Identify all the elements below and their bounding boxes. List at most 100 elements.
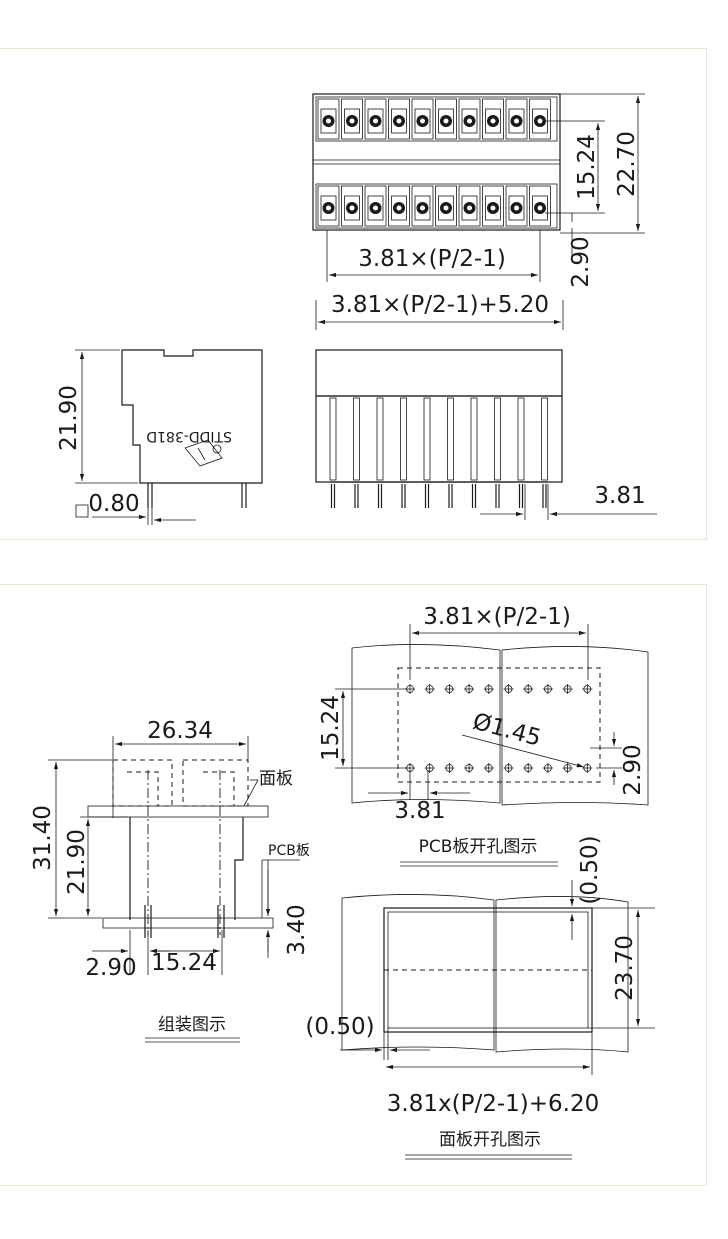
dim-group-top-right: 22.70 15.24 2.90 bbox=[545, 93, 645, 288]
screw-slot bbox=[514, 205, 519, 211]
terminal-cell bbox=[435, 98, 457, 140]
terminal-cell bbox=[529, 98, 551, 140]
dim-0-80: 0.80 bbox=[88, 491, 139, 517]
dim-31-40: 31.40 bbox=[30, 805, 56, 871]
terminal-window bbox=[508, 195, 525, 221]
dim-group-pitch-top: 3.81×(P/2-1) 3.81×(P/2-1)+5.20 bbox=[315, 230, 564, 330]
dim-0-50-left: (0.50) bbox=[305, 1014, 374, 1040]
pin-body bbox=[494, 397, 501, 481]
terminal-window bbox=[461, 108, 478, 134]
terminal-cell bbox=[482, 98, 504, 140]
terminal-cell bbox=[505, 98, 528, 140]
pcb-section bbox=[102, 917, 274, 929]
connector-front-view: 3.81 bbox=[315, 349, 657, 520]
terminal-window bbox=[508, 108, 525, 134]
pin-body bbox=[541, 397, 548, 481]
pcb-holes bbox=[405, 684, 593, 773]
terminal-cell bbox=[341, 185, 363, 227]
terminal-window bbox=[461, 195, 478, 221]
pin-body bbox=[517, 397, 525, 481]
dim-3-40: 3.40 bbox=[284, 904, 310, 955]
dim-21-90-assembly: 21.90 bbox=[64, 829, 90, 895]
terminal-window bbox=[320, 108, 337, 134]
dim-pitch-expr-top: 3.81×(P/2-1) bbox=[358, 246, 506, 272]
front-pins bbox=[329, 397, 548, 508]
dim-21-90-side: 21.90 bbox=[56, 385, 82, 451]
dim-26-34: 26.34 bbox=[147, 718, 213, 744]
terminal-window bbox=[344, 195, 360, 221]
terminal-cell bbox=[529, 185, 551, 227]
dim-15-24: 15.24 bbox=[574, 134, 600, 200]
pin-body bbox=[400, 397, 407, 481]
label-pcb: PCB板 bbox=[268, 843, 310, 859]
bottom-panel-frame bbox=[0, 584, 707, 1186]
screw-slot bbox=[396, 118, 402, 124]
pcb-hole-view: 3.81×(P/2-1) 15.24 Ø1.45 2.90 3.81 PCB板开… bbox=[318, 604, 649, 867]
terminal-cell bbox=[317, 98, 340, 140]
screw-slot bbox=[490, 118, 496, 124]
screw-slot bbox=[349, 205, 355, 211]
screw-slot bbox=[326, 205, 331, 211]
terminal-window bbox=[414, 195, 431, 221]
dim-0-50-top: (0.50) bbox=[577, 835, 603, 904]
panel-cutout-view: 23.70 (0.50) (0.50) 3.81x(P/2-1)+6.20 面板… bbox=[305, 835, 655, 1160]
dim-23-70: 23.70 bbox=[612, 935, 638, 1001]
terminal-cell bbox=[482, 185, 504, 227]
caption-panel: 面板开孔图示 bbox=[439, 1130, 541, 1150]
terminal-window bbox=[438, 108, 454, 134]
screw-slot bbox=[396, 205, 402, 211]
terminal-cell bbox=[317, 185, 340, 227]
terminal-row-bottom bbox=[317, 185, 551, 227]
screw-slot bbox=[373, 118, 378, 124]
pin-body bbox=[376, 397, 384, 481]
terminal-window bbox=[320, 195, 337, 221]
panel-section bbox=[87, 805, 269, 818]
hole-diameter: Ø1.45 bbox=[470, 709, 544, 752]
terminal-cell bbox=[458, 98, 481, 140]
terminal-cell bbox=[364, 185, 387, 227]
terminal-window bbox=[391, 195, 407, 221]
dim-pitch-expr-pcb: 3.81×(P/2-1) bbox=[423, 604, 571, 630]
pin-body bbox=[447, 397, 454, 481]
pin-body bbox=[470, 397, 478, 481]
terminal-window bbox=[391, 108, 407, 134]
assembly-view: 26.34 31.40 21.90 3.40 面板 PCB板 bbox=[30, 718, 310, 1043]
screw-slot bbox=[467, 118, 472, 124]
terminal-window bbox=[367, 108, 384, 134]
terminal-window bbox=[485, 108, 501, 134]
screw-slot bbox=[537, 118, 543, 124]
terminal-cell bbox=[458, 185, 481, 227]
terminal-cell bbox=[388, 185, 410, 227]
terminal-cell bbox=[411, 98, 434, 140]
screw-slot bbox=[467, 205, 472, 211]
screw-slot bbox=[514, 118, 519, 124]
label-panel: 面板 bbox=[259, 769, 293, 789]
dim-width-expr-top: 3.81×(P/2-1)+5.20 bbox=[331, 292, 549, 318]
terminal-window bbox=[344, 108, 360, 134]
terminal-cell bbox=[411, 185, 434, 227]
terminal-window bbox=[532, 195, 548, 221]
screw-slot bbox=[420, 118, 425, 124]
screw-slot bbox=[443, 118, 449, 124]
caption-assembly: 组装图示 bbox=[158, 1015, 226, 1035]
terminal-row-top bbox=[317, 98, 551, 140]
connector-top-view bbox=[312, 93, 561, 231]
terminal-window bbox=[485, 195, 501, 221]
screw-slot bbox=[443, 205, 449, 211]
top-panel-frame bbox=[0, 48, 707, 540]
terminal-cell bbox=[388, 98, 410, 140]
screw-slot bbox=[326, 118, 331, 124]
dim-3-81-top: 3.81 bbox=[594, 483, 645, 509]
terminal-cell bbox=[341, 98, 363, 140]
screw-slot bbox=[420, 205, 425, 211]
connector-side-view: STIDD-381D 21.90 0.80 bbox=[56, 349, 263, 525]
dim-3-81-pcb: 3.81 bbox=[394, 798, 445, 824]
pin-body bbox=[329, 397, 337, 481]
screw-slot bbox=[537, 205, 543, 211]
terminal-window bbox=[367, 195, 384, 221]
part-marking: STIDD-381D bbox=[146, 428, 232, 444]
square-symbol bbox=[75, 504, 89, 518]
screw-slot bbox=[490, 205, 496, 211]
terminal-cell bbox=[505, 185, 528, 227]
